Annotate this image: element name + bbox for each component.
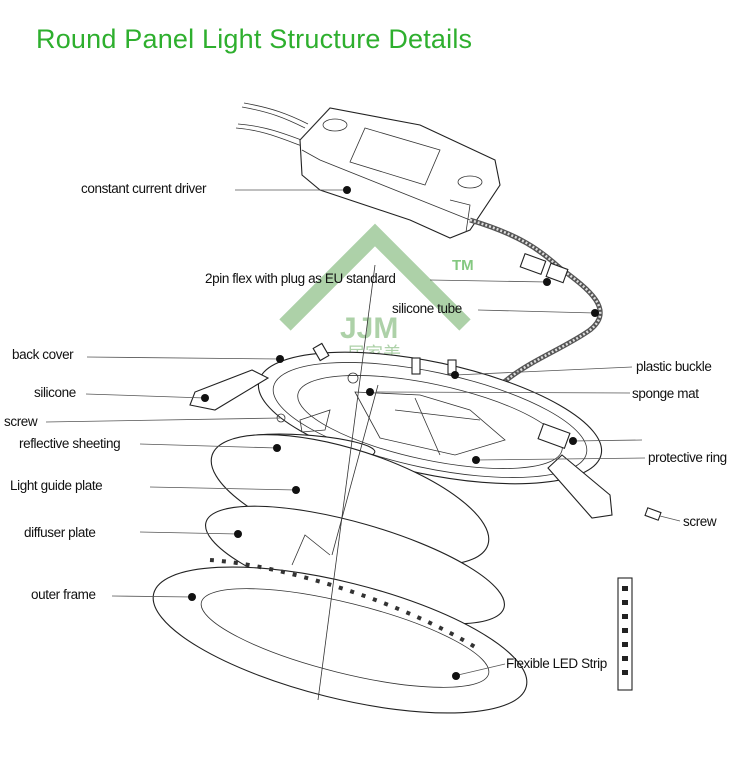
led-strip-sample [617,577,633,691]
braided-cable [469,217,603,414]
label-screw-left: screw [4,414,38,429]
leader-dots [188,186,599,680]
spring-clip-left [189,369,270,411]
leader-lines [45,189,681,676]
small-parts [276,342,662,521]
page-title: Round Panel Light Structure Details [36,24,473,54]
label-back-cover: back cover [12,347,74,362]
assembly-axis [291,264,379,701]
label-diffuser-plate: diffuser plate [24,525,95,540]
watermark-logo: JJM TM 居家美 [279,223,474,365]
label-screw-right: screw [683,514,717,529]
watermark-brand: JJM [340,312,398,345]
watermark-tm: TM [452,257,474,274]
driver-wires [235,102,309,147]
label-silicone: silicone [34,385,76,400]
label-light-guide-plate: Light guide plate [10,478,102,493]
label-plastic-buckle: plastic buckle [636,359,711,374]
watermark-roof-icon [279,223,471,331]
label-silicone-tube: silicone tube [392,301,462,316]
label-flexible-led-strip: Flexible LED Strip [506,656,607,671]
outer-frame [152,558,528,714]
label-reflective-sheeting: reflective sheeting [19,436,120,451]
callout-labels: constant current driver 2pin flex with p… [4,181,727,671]
constant-current-driver [299,107,501,239]
label-protective-ring: protective ring [648,450,727,465]
label-outer-frame: outer frame [31,587,96,602]
spring-clip-right [547,454,613,519]
label-constant-current-driver: constant current driver [81,181,207,196]
label-sponge-mat: sponge mat [632,386,699,401]
label-2pin-flex-plug: 2pin flex with plug as EU standard [205,271,396,286]
